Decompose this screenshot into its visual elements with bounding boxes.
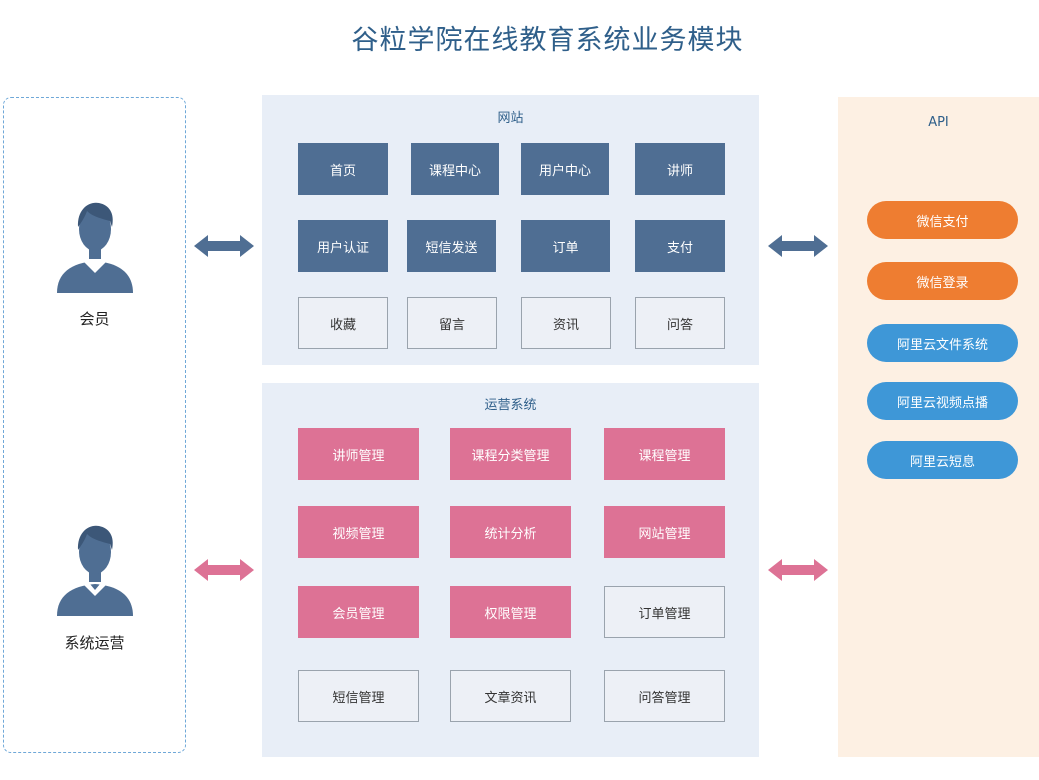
website-module-qa: 问答 [635, 297, 725, 349]
actor-label-operator: 系统运营 [64, 634, 125, 652]
operator-person-icon [57, 525, 133, 616]
ops-module-site-mgmt: 网站管理 [604, 506, 725, 558]
ops-module-course-mgmt: 课程管理 [604, 428, 725, 480]
operations-panel-title: 运营系统 [484, 398, 537, 413]
ops-module-member-mgmt: 会员管理 [298, 586, 419, 638]
api-aliyun-oss: 阿里云文件系统 [867, 324, 1018, 362]
member-website-double-arrow-icon [194, 235, 254, 257]
ops-module-order-mgmt: 订单管理 [604, 586, 725, 638]
api-wechat-login: 微信登录 [867, 262, 1018, 300]
website-module-user-center: 用户中心 [521, 143, 609, 195]
page-title: 谷粒学院在线教育系统业务模块 [351, 25, 744, 56]
api-panel: API [838, 97, 1039, 757]
ops-module-qa-mgmt: 问答管理 [604, 670, 725, 722]
ops-module-category-mgmt: 课程分类管理 [450, 428, 571, 480]
website-panel-title: 网站 [497, 111, 524, 126]
api-panel-title: API [928, 115, 949, 130]
website-module-news: 资讯 [521, 297, 611, 349]
website-module-payment: 支付 [635, 220, 725, 272]
api-aliyun-sms: 阿里云短息 [867, 441, 1018, 479]
ops-module-permission-mgmt: 权限管理 [450, 586, 571, 638]
ops-module-statistics: 统计分析 [450, 506, 571, 558]
ops-module-teacher-mgmt: 讲师管理 [298, 428, 419, 480]
website-module-teacher: 讲师 [635, 143, 725, 195]
api-aliyun-vod: 阿里云视频点播 [867, 382, 1018, 420]
website-module-sms: 短信发送 [407, 220, 496, 272]
operations-api-double-arrow-icon [768, 559, 828, 581]
operator-operations-double-arrow-icon [194, 559, 254, 581]
ops-module-sms-mgmt: 短信管理 [298, 670, 419, 722]
member-person-icon [57, 202, 133, 293]
website-module-user-auth: 用户认证 [298, 220, 388, 272]
actors-container [3, 97, 186, 753]
website-api-double-arrow-icon [768, 235, 828, 257]
ops-module-video-mgmt: 视频管理 [298, 506, 419, 558]
website-module-home: 首页 [298, 143, 388, 195]
api-wechat-pay: 微信支付 [867, 201, 1018, 239]
website-module-order: 订单 [521, 220, 610, 272]
ops-module-articles: 文章资讯 [450, 670, 571, 722]
actor-label-member: 会员 [79, 310, 110, 328]
website-module-messages: 留言 [407, 297, 497, 349]
website-module-course-center: 课程中心 [411, 143, 499, 195]
website-module-favorites: 收藏 [298, 297, 388, 349]
